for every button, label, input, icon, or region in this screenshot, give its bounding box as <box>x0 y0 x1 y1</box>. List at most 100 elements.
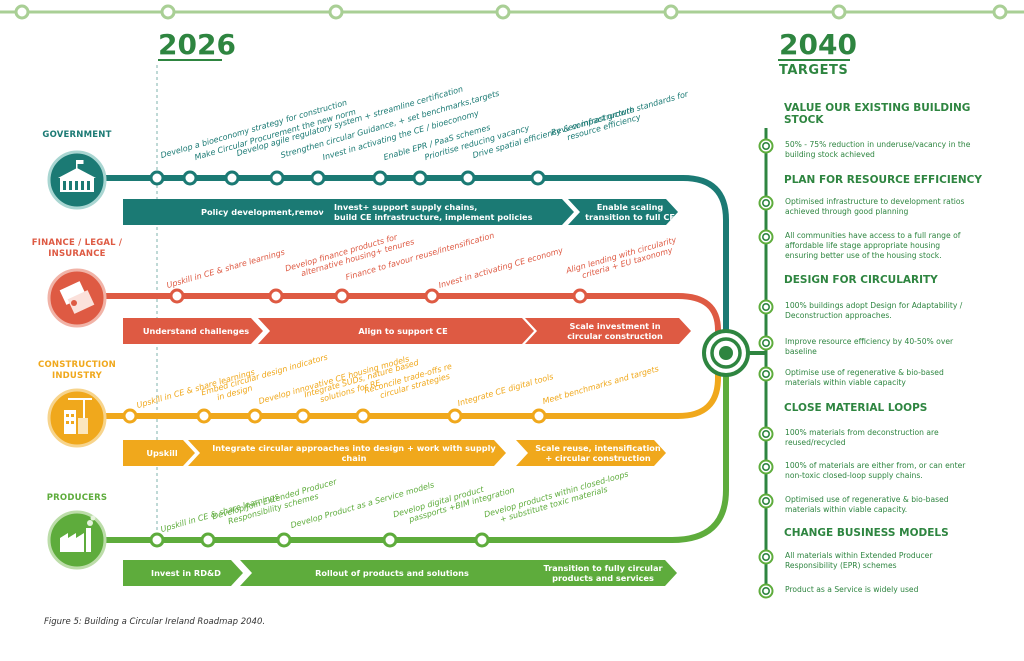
target-heading: CHANGE BUSINESS MODELS <box>784 527 949 539</box>
lane-label: GOVERNMENT <box>22 130 132 141</box>
milestone-node <box>460 170 476 186</box>
milestone-node <box>531 408 547 424</box>
lane-label: FINANCE / LEGAL /INSURANCE <box>22 238 132 260</box>
lane-label-line: CONSTRUCTION <box>38 360 116 370</box>
government-building-icon <box>47 150 107 210</box>
lane-label-line: FINANCE / LEGAL / <box>31 238 123 248</box>
text-line: Enable scaling <box>596 202 664 212</box>
text-line: products and services <box>552 573 654 583</box>
text-line: Integrate circular approaches into desig… <box>212 443 496 463</box>
milestone-node <box>196 408 212 424</box>
lane-route <box>102 372 729 543</box>
text-line: 100% materials from deconstruction are <box>785 428 939 437</box>
text-line: Upskill <box>146 448 178 458</box>
timeline-dot <box>160 4 176 20</box>
text-line: transition to full CE <box>585 212 675 222</box>
text-line: reused/recycled <box>785 438 846 447</box>
target-nodes <box>758 138 774 599</box>
target-heading: VALUE OUR EXISTING BUILDING STOCK <box>784 102 971 126</box>
lane-routes <box>102 175 729 543</box>
milestone-node <box>474 532 490 548</box>
target-item: 50% - 75% reduction in underuse/vacancy … <box>785 140 990 160</box>
text-line: Invest+ support supply chains, <box>334 202 478 212</box>
phase-arrow: Integrate circular approaches into desig… <box>188 440 506 466</box>
milestone-nodes <box>122 170 588 548</box>
text-line: Product as a Service is widely used <box>785 585 919 594</box>
lane-route <box>102 293 721 343</box>
construction-crane-icon <box>47 388 107 448</box>
text-line: Responsibility (EPR) schemes <box>785 561 897 570</box>
phase-label: Invest+ support supply chains,build CE i… <box>334 202 532 222</box>
timeline-dot <box>328 4 344 20</box>
targets-title: TARGETS <box>779 63 849 78</box>
lane-label: PRODUCERS <box>22 493 132 504</box>
target-item: All communities have access to a full ra… <box>785 231 990 261</box>
milestone-node <box>169 288 185 304</box>
target-node-inner <box>761 199 770 208</box>
timeline-dot <box>495 4 511 20</box>
target-node-inner <box>761 142 770 151</box>
milestone-node <box>269 170 285 186</box>
milestone-node <box>382 532 398 548</box>
milestone-node <box>182 170 198 186</box>
target-item: Product as a Service is widely used <box>785 585 990 595</box>
timeline-dot <box>992 4 1008 20</box>
end-year: 2040 <box>779 28 857 61</box>
phase-arrow: Upskill <box>123 440 195 466</box>
text-line: Invest in RD&D <box>151 568 221 578</box>
milestone-node <box>372 170 388 186</box>
text-line: Optimised use of regenerative & bio-base… <box>785 495 949 504</box>
lane-label-line: GOVERNMENT <box>42 130 112 140</box>
text-line: 100% buildings adopt Design for Adaptabi… <box>785 301 963 310</box>
phase-arrow: Understand challenges <box>123 318 263 344</box>
phase-arrow: Rollout of products and solutions <box>240 560 530 586</box>
milestone-node <box>412 170 428 186</box>
milestone-node <box>530 170 546 186</box>
lane-label-line: INDUSTRY <box>52 371 102 381</box>
phase-label: Policy development,remove barriers <box>201 207 369 217</box>
text-line: Rollout of products and solutions <box>315 568 469 578</box>
text-line: Optimised infrastructure to development … <box>785 197 965 206</box>
milestone-node <box>224 170 240 186</box>
milestone-node <box>276 532 292 548</box>
target-node-inner <box>761 233 770 242</box>
text-line: Understand challenges <box>142 326 250 336</box>
text-line: building stock achieved <box>785 150 875 159</box>
text-line: non-toxic closed-loop supply chains. <box>785 471 923 480</box>
phase-label: Upskill <box>146 448 177 458</box>
milestone-node <box>334 288 350 304</box>
finance-documents-icon <box>47 268 107 328</box>
text-line: All materials within Extended Producer <box>785 551 933 560</box>
text-line: Scale reuse, intensification <box>535 443 661 453</box>
target-node-inner <box>761 302 770 311</box>
phase-label: Understand challenges <box>143 326 249 336</box>
text-line: circular construction <box>567 331 663 341</box>
lane-route <box>102 175 729 334</box>
lane-label-line: INSURANCE <box>48 249 106 259</box>
target-heading: CLOSE MATERIAL LOOPS <box>784 402 928 414</box>
text-line: Optimise use of regenerative & bio-based <box>785 368 944 377</box>
text-line: Scale investment in <box>569 321 661 331</box>
target-heading: DESIGN FOR CIRCULARITY <box>784 274 938 286</box>
text-line: achieved through good planning <box>785 207 909 216</box>
text-line: All communities have access to a full ra… <box>785 231 961 240</box>
text-line: ensuring better use of the housing stock… <box>785 251 942 260</box>
milestone-node <box>295 408 311 424</box>
milestone-node <box>247 408 263 424</box>
phase-label: Invest in RD&D <box>151 568 221 578</box>
milestone-node <box>200 532 216 548</box>
phase-arrow: Scale reuse, intensification+ circular c… <box>516 440 666 466</box>
target-node-inner <box>761 552 770 561</box>
text-line: Deconstruction approaches. <box>785 311 892 320</box>
text-line: Transition to fully circular <box>543 563 663 573</box>
phase-label: Align to support CE <box>358 326 447 336</box>
